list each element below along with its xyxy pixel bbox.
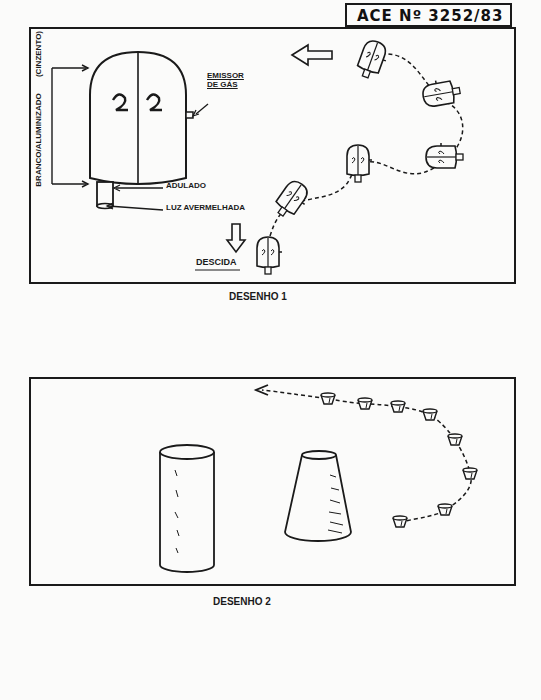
- direction-arrow: [292, 45, 332, 65]
- small-cone: [358, 398, 372, 409]
- panel-frame: [30, 378, 515, 585]
- callout-label: LUZ AVERMELHADA: [166, 204, 245, 213]
- callout-label: EMISSOR DE GÁS: [207, 72, 255, 90]
- small-capsule: [272, 178, 314, 223]
- direction-label: DESCIDA: [196, 258, 237, 268]
- small-cone: [321, 393, 335, 404]
- figure-caption: DESENHO 2: [213, 596, 271, 607]
- callout-label: ADULADO: [166, 182, 206, 191]
- small-capsule: [421, 77, 462, 108]
- small-cone: [463, 468, 477, 479]
- trajectory: [262, 390, 471, 522]
- color-label: (CINZENTO): [35, 31, 44, 77]
- arrowhead: [256, 385, 268, 395]
- trajectory: [270, 53, 463, 236]
- small-capsule: [355, 38, 391, 81]
- small-cone: [391, 401, 405, 412]
- underline: [195, 269, 240, 270]
- color-label: BRANCO/ALUMINIZADO: [35, 93, 44, 186]
- panel-frame: [30, 28, 515, 283]
- cone: [285, 451, 351, 541]
- cylinder: [160, 445, 214, 572]
- small-cone: [423, 409, 437, 420]
- reference-box: ACE Nº 3252/83: [345, 3, 512, 27]
- small-capsule: [347, 145, 372, 182]
- small-capsule: [426, 143, 463, 168]
- small-capsule: [257, 237, 282, 274]
- descent-arrow: [227, 224, 245, 252]
- reference-number: ACE Nº 3252/83: [357, 7, 510, 25]
- size-bracket: [52, 65, 88, 187]
- small-cone: [438, 504, 452, 515]
- small-cone: [393, 516, 407, 527]
- small-cone: [448, 434, 462, 445]
- leader-lines: [107, 104, 208, 210]
- figure-caption: DESENHO 1: [229, 291, 287, 302]
